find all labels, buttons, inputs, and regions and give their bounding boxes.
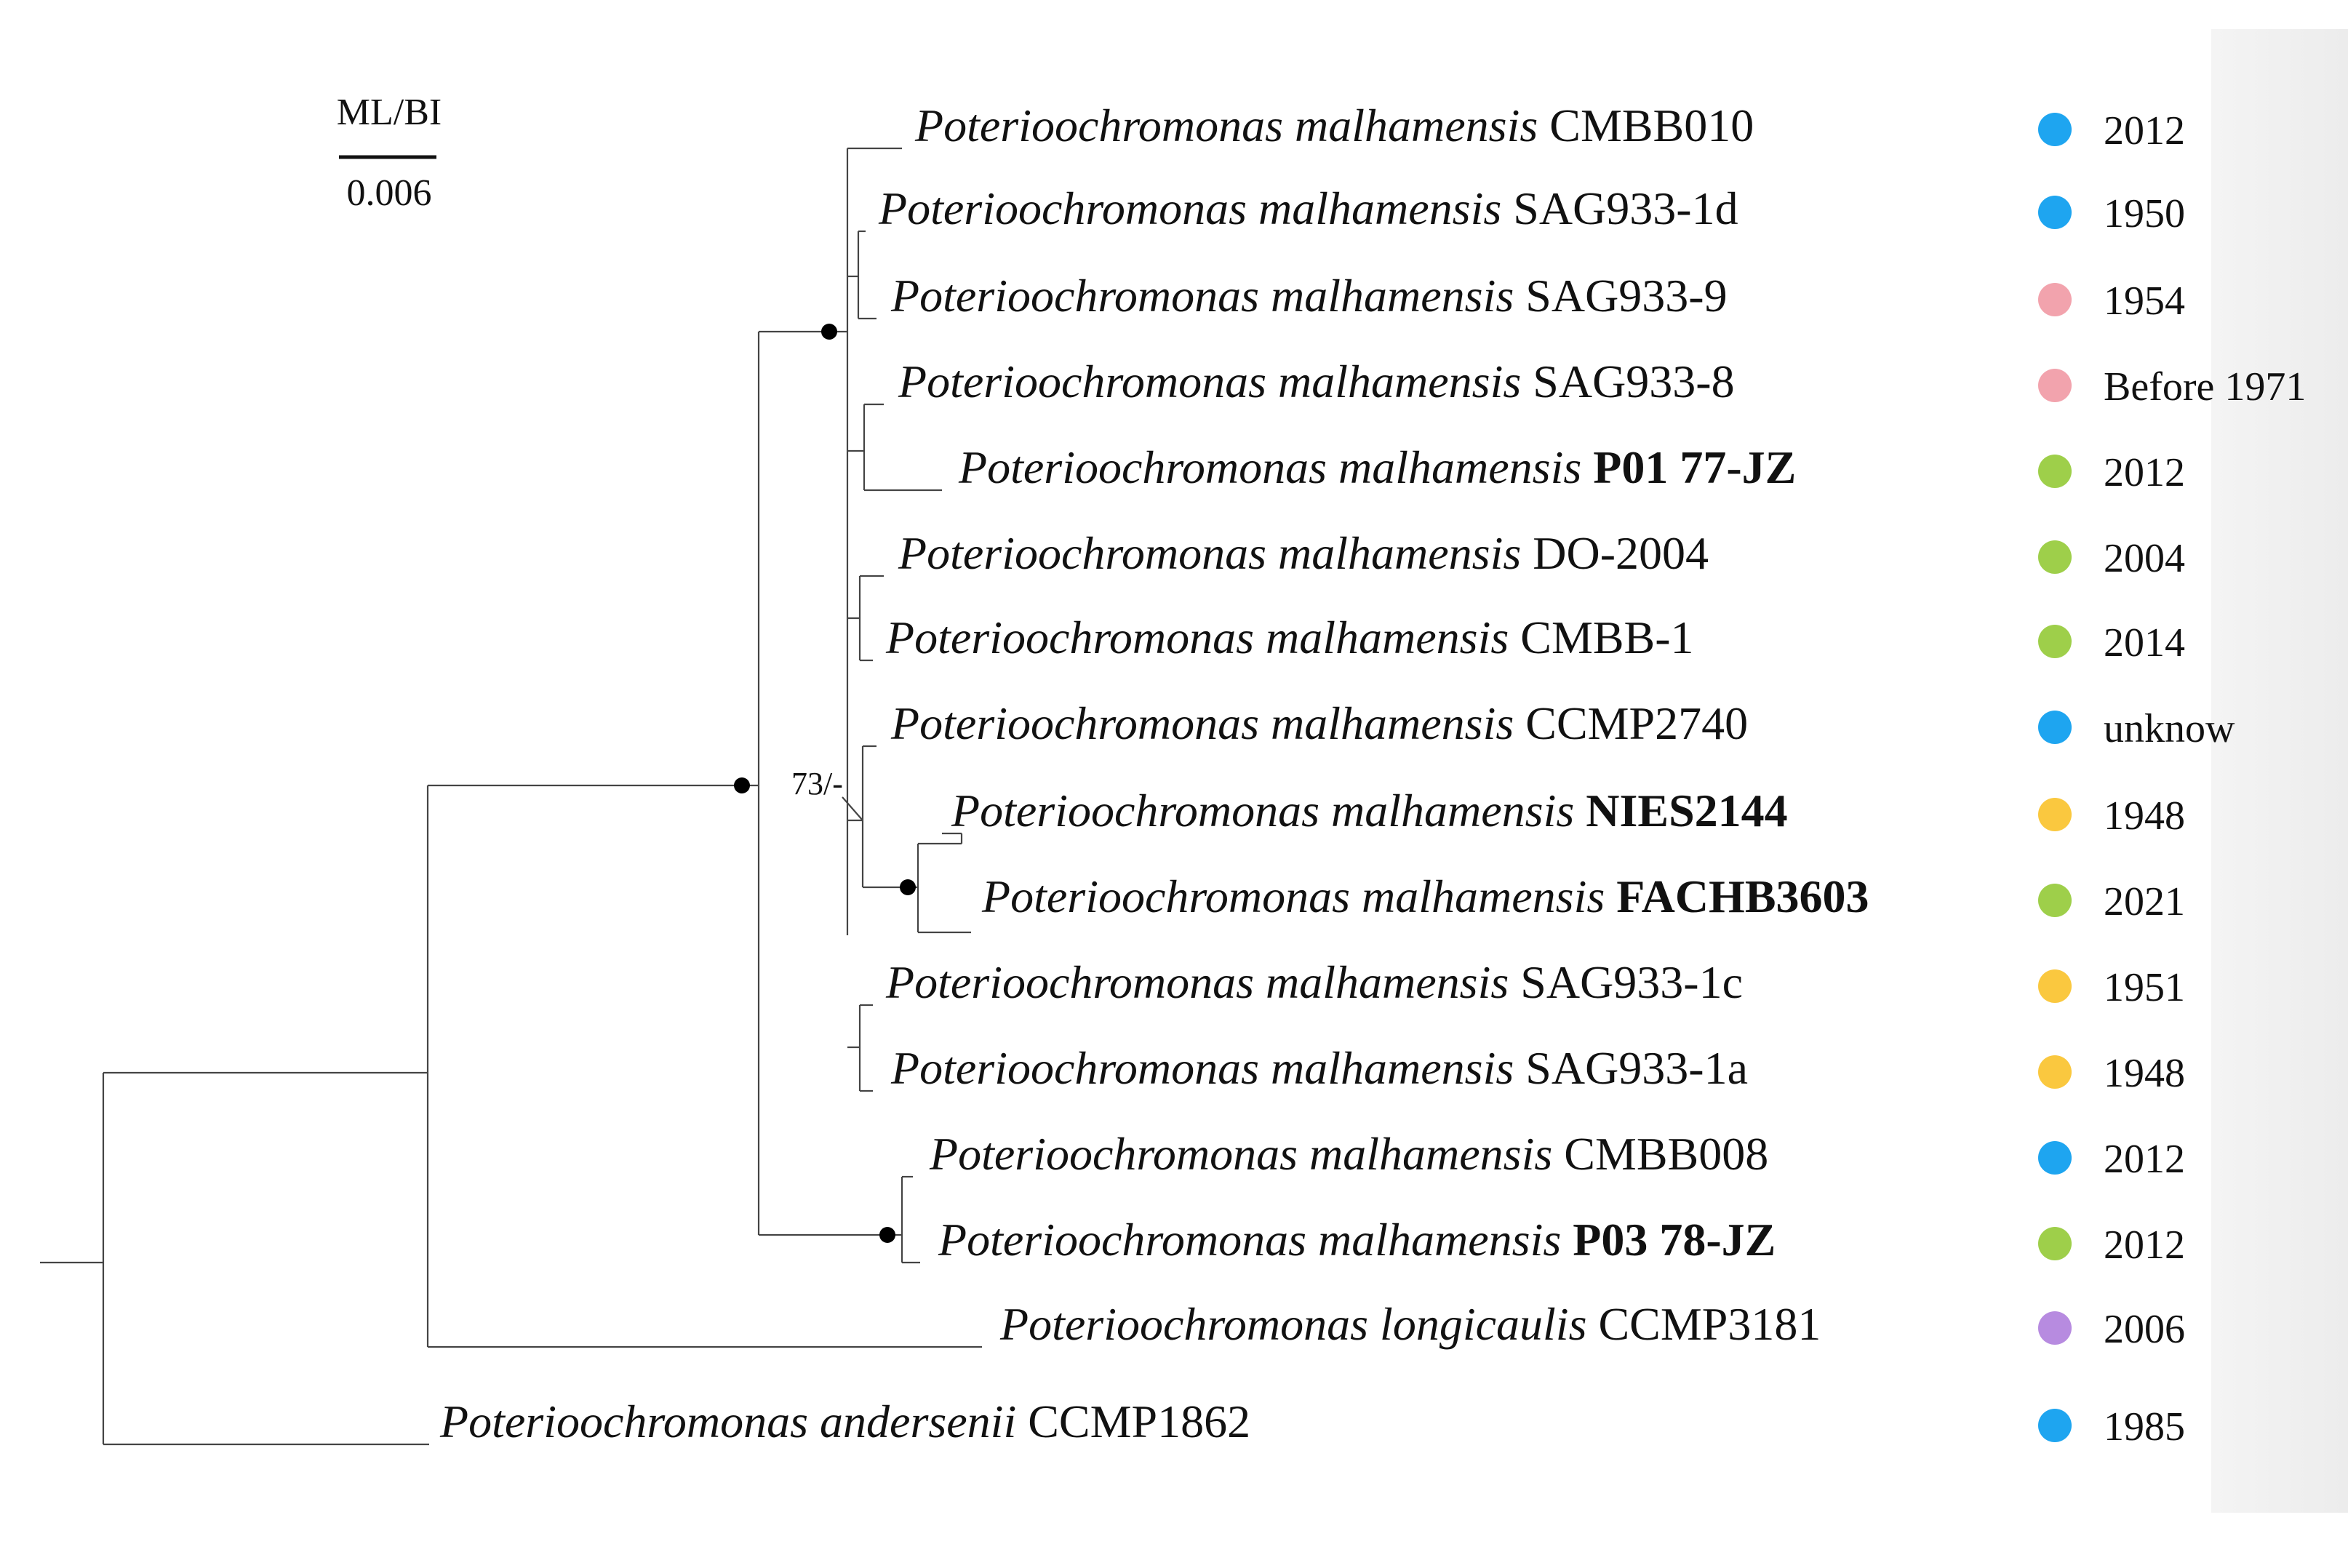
taxon-label: Poterioochromonas malhamensis NIES2144	[951, 785, 1788, 836]
support-annotation: 73/-	[791, 766, 863, 821]
taxon-species: Poterioochromonas malhamensis	[981, 871, 1616, 922]
year-color-dot	[2038, 283, 2072, 316]
taxon-label: Poterioochromonas longicaulis CCMP3181	[999, 1298, 1821, 1350]
year-label: 2021	[2104, 879, 2185, 924]
taxon-label: Poterioochromonas malhamensis CCMP2740	[890, 697, 1748, 749]
support-dots	[734, 324, 916, 1243]
year-label: 2014	[2104, 620, 2185, 665]
taxon-label: Poterioochromonas malhamensis SAG933-9	[890, 270, 1728, 321]
taxon-strain: CMBB008	[1564, 1128, 1768, 1180]
year-label: 1950	[2104, 191, 2185, 236]
year-label: 1948	[2104, 1051, 2185, 1096]
year-label: 2012	[2104, 1223, 2185, 1268]
year-label: 1954	[2104, 279, 2185, 324]
taxon-species: Poterioochromonas andersenii	[439, 1396, 1028, 1447]
taxon-species: Poterioochromonas longicaulis	[999, 1298, 1598, 1350]
taxon-label: Poterioochromonas malhamensis CMBB-1	[885, 612, 1694, 663]
taxon-label: Poterioochromonas malhamensis SAG933-8	[898, 356, 1735, 407]
year-color-dot	[2038, 1141, 2072, 1175]
taxon-strain: P01 77-JZ	[1593, 441, 1796, 493]
taxon-label: Poterioochromonas malhamensis P01 77-JZ	[958, 441, 1796, 493]
taxon-strain: SAG933-8	[1533, 356, 1734, 407]
right-edge-shadow	[2211, 29, 2348, 1513]
year-color-dot	[2038, 369, 2072, 402]
year-color-dot	[2038, 113, 2072, 146]
year-label: 2012	[2104, 108, 2185, 153]
year-color-dot	[2038, 798, 2072, 831]
taxon-strain: CCMP2740	[1525, 697, 1748, 749]
year-color-dot	[2038, 711, 2072, 744]
taxon-label: Poterioochromonas malhamensis DO-2004	[898, 527, 1709, 579]
taxon-species: Poterioochromonas malhamensis	[929, 1128, 1564, 1180]
year-color-dot	[2038, 1227, 2072, 1260]
support-pointer	[842, 796, 863, 821]
scale-bar: ML/BI 0.006	[337, 92, 442, 214]
year-label: 2012	[2104, 450, 2185, 495]
year-color-dot	[2038, 196, 2072, 229]
year-color-dot	[2038, 455, 2072, 488]
year-label: 1948	[2104, 793, 2185, 839]
taxon-species: Poterioochromonas malhamensis	[890, 697, 1525, 749]
taxon-species: Poterioochromonas malhamensis	[885, 956, 1520, 1008]
year-color-dot	[2038, 884, 2072, 917]
year-color-dot	[2038, 969, 2072, 1003]
year-color-dot	[2038, 1311, 2072, 1345]
support-dot	[900, 879, 916, 895]
taxon-label: Poterioochromonas malhamensis SAG933-1d	[878, 183, 1738, 234]
year-color-dot	[2038, 1409, 2072, 1442]
year-label: 2006	[2104, 1307, 2185, 1352]
year-label: 2004	[2104, 536, 2185, 581]
taxon-label: Poterioochromonas malhamensis SAG933-1c	[885, 956, 1743, 1008]
taxon-strain: CCMP1862	[1028, 1396, 1250, 1447]
support-dot	[821, 324, 837, 340]
year-label: Before 1971	[2104, 364, 2306, 409]
tree-branches	[40, 147, 982, 1446]
taxon-species: Poterioochromonas malhamensis	[914, 100, 1549, 151]
taxon-label: Poterioochromonas malhamensis CMBB008	[929, 1128, 1768, 1180]
year-label: 1951	[2104, 965, 2185, 1010]
taxon-species: Poterioochromonas malhamensis	[885, 612, 1520, 663]
taxon-strain: SAG933-1a	[1525, 1042, 1748, 1094]
year-color-dot	[2038, 540, 2072, 574]
taxon-label: Poterioochromonas malhamensis P03 78-JZ	[938, 1214, 1776, 1265]
taxon-strain: CCMP3181	[1598, 1298, 1821, 1350]
taxon-species: Poterioochromonas malhamensis	[951, 785, 1586, 836]
year-color-dot	[2038, 625, 2072, 658]
taxon-labels: Poterioochromonas malhamensis CMBB010Pot…	[439, 100, 1869, 1447]
taxon-strain: SAG933-1d	[1513, 183, 1738, 234]
scale-header: ML/BI	[337, 92, 442, 133]
taxon-species: Poterioochromonas malhamensis	[898, 527, 1533, 579]
taxon-label: Poterioochromonas malhamensis SAG933-1a	[890, 1042, 1748, 1094]
scale-value: 0.006	[347, 172, 432, 214]
taxon-strain: SAG933-9	[1525, 270, 1727, 321]
year-color-dot	[2038, 1055, 2072, 1089]
taxon-strain: FACHB3603	[1616, 871, 1869, 922]
taxon-strain: SAG933-1c	[1520, 956, 1743, 1008]
taxon-species: Poterioochromonas malhamensis	[890, 270, 1525, 321]
taxon-label: Poterioochromonas andersenii CCMP1862	[439, 1396, 1250, 1447]
taxon-species: Poterioochromonas malhamensis	[938, 1214, 1573, 1265]
taxon-species: Poterioochromonas malhamensis	[878, 183, 1513, 234]
taxon-strain: P03 78-JZ	[1573, 1214, 1776, 1265]
taxon-strain: NIES2144	[1586, 785, 1787, 836]
support-dot	[879, 1227, 895, 1243]
taxon-species: Poterioochromonas malhamensis	[958, 441, 1593, 493]
taxon-label: Poterioochromonas malhamensis FACHB3603	[981, 871, 1869, 922]
year-label: unknow	[2104, 706, 2235, 751]
taxon-species: Poterioochromonas malhamensis	[898, 356, 1533, 407]
year-label: 2012	[2104, 1137, 2185, 1182]
taxon-species: Poterioochromonas malhamensis	[890, 1042, 1525, 1094]
support-dot	[734, 777, 750, 793]
year-label: 1985	[2104, 1404, 2185, 1449]
taxon-strain: CMBB-1	[1520, 612, 1693, 663]
taxon-strain: DO-2004	[1533, 527, 1709, 579]
support-label: 73/-	[791, 766, 843, 801]
taxon-label: Poterioochromonas malhamensis CMBB010	[914, 100, 1754, 151]
taxon-strain: CMBB010	[1549, 100, 1754, 151]
